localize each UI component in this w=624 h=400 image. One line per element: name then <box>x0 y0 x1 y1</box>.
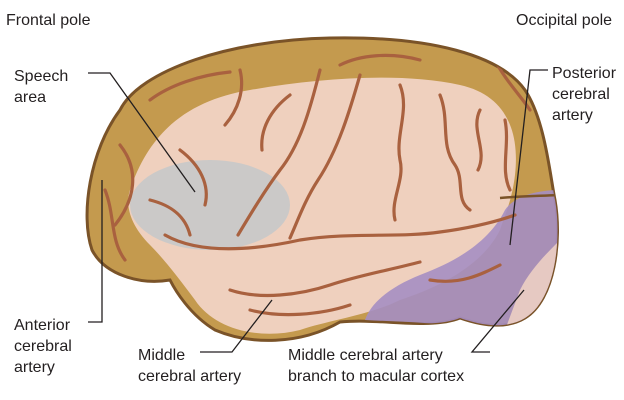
frontal-pole-label: Frontal pole <box>6 10 91 31</box>
speech-area-region <box>130 160 290 250</box>
occipital-pole-label: Occipital pole <box>516 10 612 31</box>
middle-cerebral-artery-label: Middle cerebral artery <box>138 345 241 387</box>
posterior-cerebral-artery-label: Posterior cerebral artery <box>552 63 616 126</box>
anterior-cerebral-artery-label: Anterior cerebral artery <box>14 315 72 378</box>
speech-area-label: Speech area <box>14 66 68 108</box>
macular-branch-label: Middle cerebral artery branch to macular… <box>288 345 464 387</box>
